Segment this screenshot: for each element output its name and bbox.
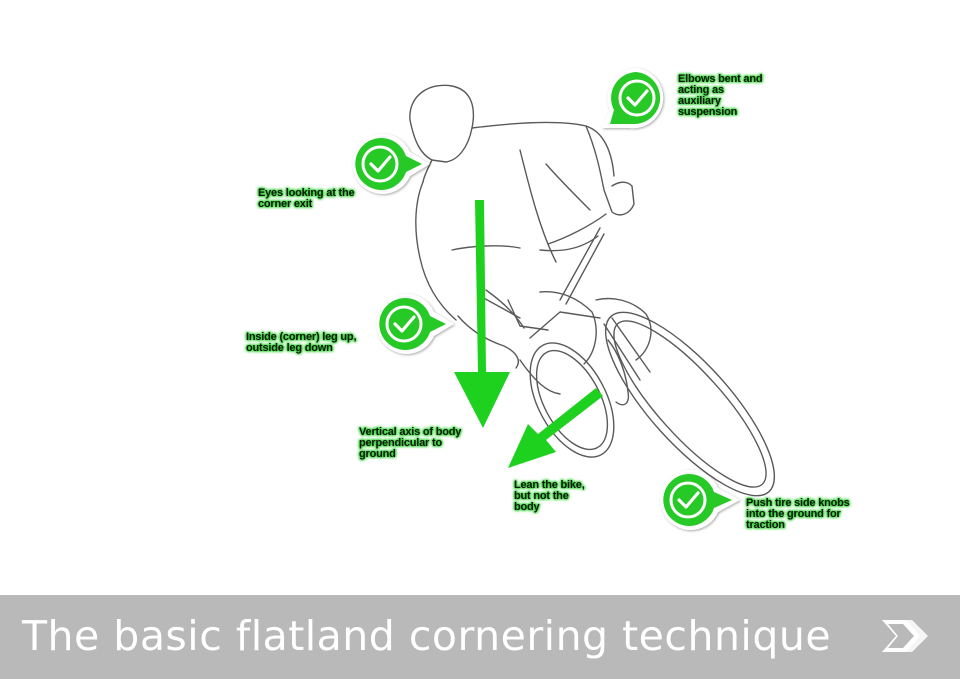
label-vertical-axis: Vertical axis of body perpendicular to g… [359,427,461,460]
label-lean: Lean the bike, but not the body [514,480,585,513]
label-line: but not the [514,490,569,502]
check-icon [626,89,649,107]
outer-leg [539,291,597,365]
vertical-axis-arrow [454,200,510,428]
handlebar [479,227,605,319]
arrows [454,200,603,468]
label-line: ground [359,448,396,460]
right-arm [585,125,635,216]
caption-title: The basic flatland cornering technique [22,612,832,660]
next-button[interactable] [876,614,938,658]
torso-outline [471,121,615,177]
check-badge-elbows [602,68,664,129]
label-line: body [514,501,540,513]
label-line: into the ground for [746,508,841,520]
label-line: Inside (corner) leg up, [246,331,357,343]
label-line: corner exit [258,198,313,210]
check-badge-legs [376,293,454,354]
helmet-outline [409,84,475,163]
front-wheel [604,311,776,497]
lean-arrow [508,388,603,468]
check-badge-tire [660,469,740,530]
label-line: Lean the bike, [514,479,585,491]
label-line: Eyes looking at the [258,187,355,199]
label-line: perpendicular to [359,437,442,449]
label-line: suspension [678,106,738,118]
label-legs: Inside (corner) leg up, outside leg down [246,331,357,354]
rider-sketch [409,84,776,497]
check-badge-eyes [352,133,430,194]
check-icon [369,155,392,173]
label-line: Vertical axis of body [359,426,462,438]
label-elbows: Elbows bent and acting as auxiliary susp… [678,73,763,118]
label-line: outside leg down [246,342,333,354]
rear-wheel [529,342,615,458]
label-line: auxiliary [678,95,721,107]
label-tire: Push tire side knobs into the ground for… [746,498,850,531]
caption-banner [0,595,960,679]
label-line: Push tire side knobs [746,497,850,509]
check-icon [393,315,416,333]
check-icon [677,491,700,509]
double-chevron-right-icon [882,620,928,652]
label-line: traction [746,519,785,531]
label-eyes: Eyes looking at the corner exit [258,187,355,210]
label-line: Elbows bent and [678,73,763,85]
inner-leg [457,315,520,369]
label-line: acting as [678,84,724,96]
